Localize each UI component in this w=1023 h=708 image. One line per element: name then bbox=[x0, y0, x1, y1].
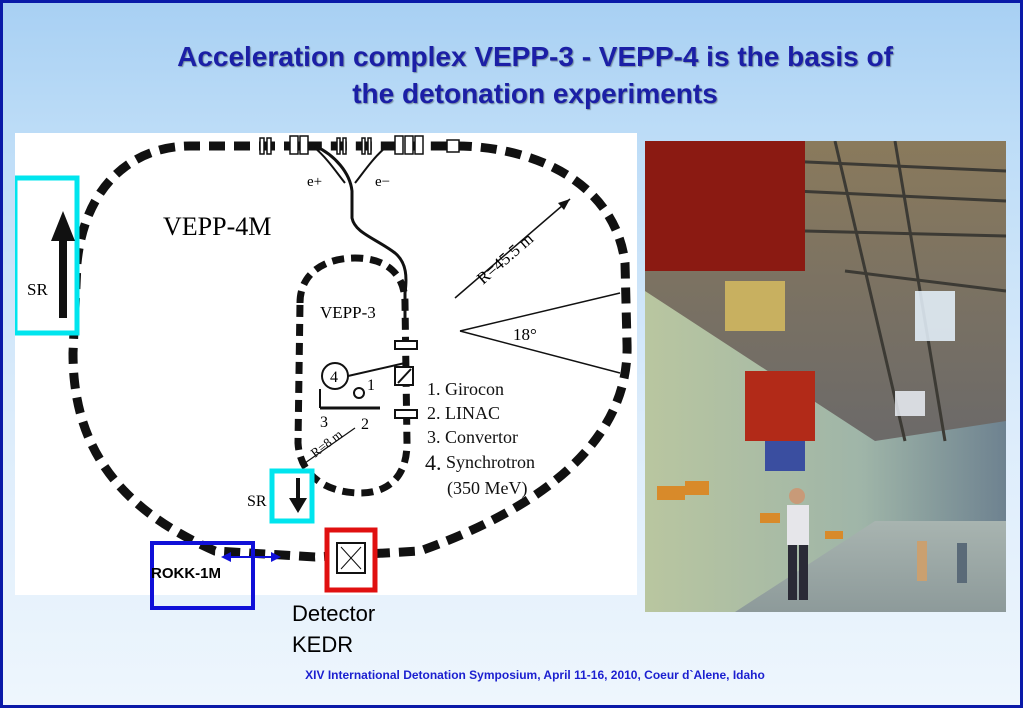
sr-left-arrow bbox=[51, 211, 75, 318]
label-1: 1 bbox=[367, 377, 375, 394]
angle-lines bbox=[459, 292, 621, 374]
sr-left-box bbox=[15, 175, 80, 336]
vepp4m-ring bbox=[68, 141, 632, 562]
e-minus-label: e− bbox=[375, 174, 390, 190]
detector-label-line-1: Detector bbox=[292, 601, 376, 626]
legend-1: 1. Girocon bbox=[427, 379, 504, 399]
title-line-2: the detonation experiments bbox=[352, 78, 718, 109]
title-line-1: Acceleration complex VEPP-3 - VEPP-4 is … bbox=[177, 41, 893, 72]
angle-label: 18° bbox=[513, 325, 537, 344]
label-4: 4 bbox=[330, 369, 338, 386]
label-2: 2 bbox=[361, 416, 369, 433]
injection-channel bbox=[314, 144, 408, 323]
component-legend: 1. Girocon 2. LINAC 3. Convertor 4. Sync… bbox=[425, 379, 535, 499]
accelerator-diagram-svg: e+ e− 4 1 3 2 VEPP-4M VEPP-3 bbox=[15, 135, 632, 593]
radius-line-big bbox=[454, 198, 571, 299]
accelerator-diagram: e+ e− 4 1 3 2 VEPP-4M VEPP-3 bbox=[15, 133, 637, 595]
detector-label-line-2: KEDR bbox=[292, 632, 354, 657]
e-plus-label: e+ bbox=[307, 174, 322, 190]
radius-arrowhead bbox=[558, 199, 570, 210]
legend-2: 2. LINAC bbox=[427, 403, 500, 423]
label-3: 3 bbox=[320, 414, 328, 431]
legend-4: Synchrotron bbox=[446, 452, 535, 472]
injection-channel-left bbox=[314, 147, 346, 184]
vepp3-ring bbox=[294, 254, 411, 497]
rokk-label: ROKK-1M bbox=[151, 565, 221, 582]
vepp4m-label: VEPP-4M bbox=[163, 212, 271, 241]
tunnel-photo-svg bbox=[645, 141, 1006, 612]
sr-bottom-box bbox=[269, 468, 315, 524]
sr-bottom-label: SR bbox=[247, 493, 267, 510]
top-magnets bbox=[259, 135, 460, 155]
rokk-box bbox=[150, 541, 255, 610]
detector-icon-line-2 bbox=[340, 546, 362, 570]
radius-small-label: R=8 m bbox=[308, 426, 346, 460]
tunnel-photo bbox=[645, 141, 1006, 612]
slide-footer: XIV International Detonation Symposium, … bbox=[305, 668, 765, 682]
vepp3-label: VEPP-3 bbox=[320, 303, 376, 322]
detector-label: Detector KEDR bbox=[292, 598, 375, 660]
vepp3-injector bbox=[319, 340, 418, 419]
legend-4-number: 4. bbox=[425, 450, 442, 475]
sr-bottom-arrow bbox=[289, 478, 307, 513]
radius-line-small bbox=[304, 427, 356, 464]
rokk-arrow-head-left bbox=[221, 552, 231, 562]
legend-3: 3. Convertor bbox=[427, 427, 518, 447]
rokk-arrow-head-right bbox=[271, 552, 281, 562]
slide-title: Acceleration complex VEPP-3 - VEPP-4 is … bbox=[60, 38, 1010, 112]
legend-4-energy: (350 MeV) bbox=[447, 478, 527, 499]
sr-left-label: SR bbox=[27, 280, 48, 299]
injection-channel-right bbox=[354, 147, 386, 184]
radius-big-label: R=45.5 m bbox=[473, 229, 537, 288]
